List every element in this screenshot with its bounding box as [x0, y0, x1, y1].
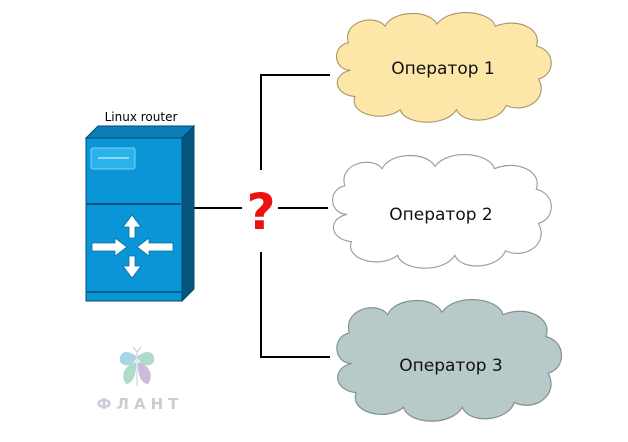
operator-1-label: Оператор 1: [391, 59, 494, 79]
flant-logo-text: ФЛАНТ: [97, 395, 184, 413]
operator-cloud-2: Оператор 2: [332, 154, 552, 269]
router-side-face: [181, 124, 195, 303]
unknown-connection-icon: ?: [246, 183, 275, 241]
operator-2-label: Оператор 2: [389, 205, 492, 225]
hub-to-operator-3-line: [260, 252, 330, 358]
hub-to-operator-1-line: [260, 74, 330, 170]
linux-router: Linux router: [84, 110, 196, 303]
operator-cloud-3: Оператор 3: [336, 298, 563, 422]
flant-logo-icon: [119, 346, 155, 386]
flant-logo: ФЛАНТ: [97, 346, 184, 413]
connection-lines: [193, 74, 330, 358]
operator-3-label: Оператор 3: [399, 356, 502, 376]
operator-cloud-1: Оператор 1: [335, 12, 552, 123]
router-label: Linux router: [105, 110, 178, 124]
routing-arrows-icon: [91, 214, 174, 279]
router-top-face: [84, 125, 196, 139]
